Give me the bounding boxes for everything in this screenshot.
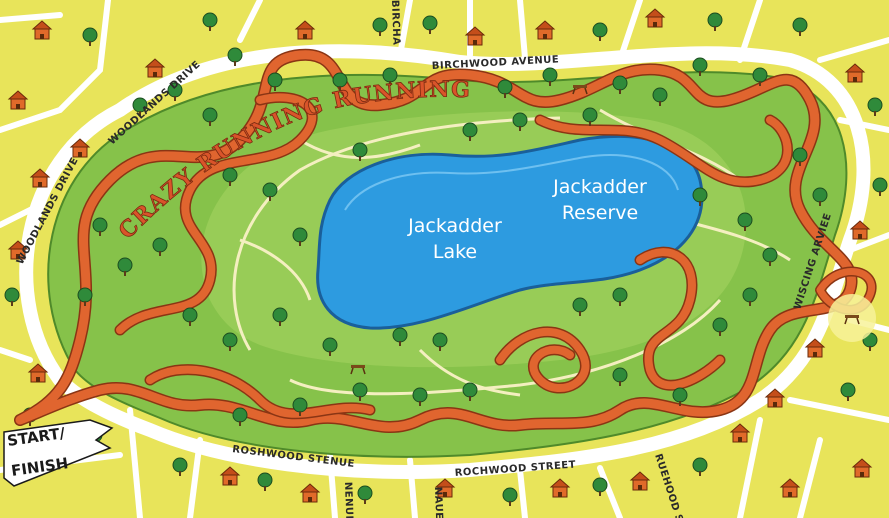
street-label-nenue: NENUE (342, 482, 354, 518)
lake-name-line1: Jackadder (407, 215, 502, 237)
reserve-name-line1: Jackadder (552, 176, 647, 198)
lake (316, 134, 704, 330)
lake-labels: Jackadder Lake Jackadder Reserve (407, 176, 647, 263)
ring-road (19, 44, 871, 479)
lake-shimmer (344, 154, 679, 211)
lake-name-line2: Lake (433, 241, 477, 263)
picnic-area (828, 294, 876, 342)
street-label-naue: NAUE (432, 487, 444, 518)
walking-paths (232, 108, 791, 397)
street-label-bircha: BIRCHA (389, 0, 402, 46)
running-trail (14, 48, 877, 434)
start-finish-banner[interactable]: START/ FINISH (3, 419, 114, 487)
reserve-name-line2: Reserve (562, 202, 638, 224)
